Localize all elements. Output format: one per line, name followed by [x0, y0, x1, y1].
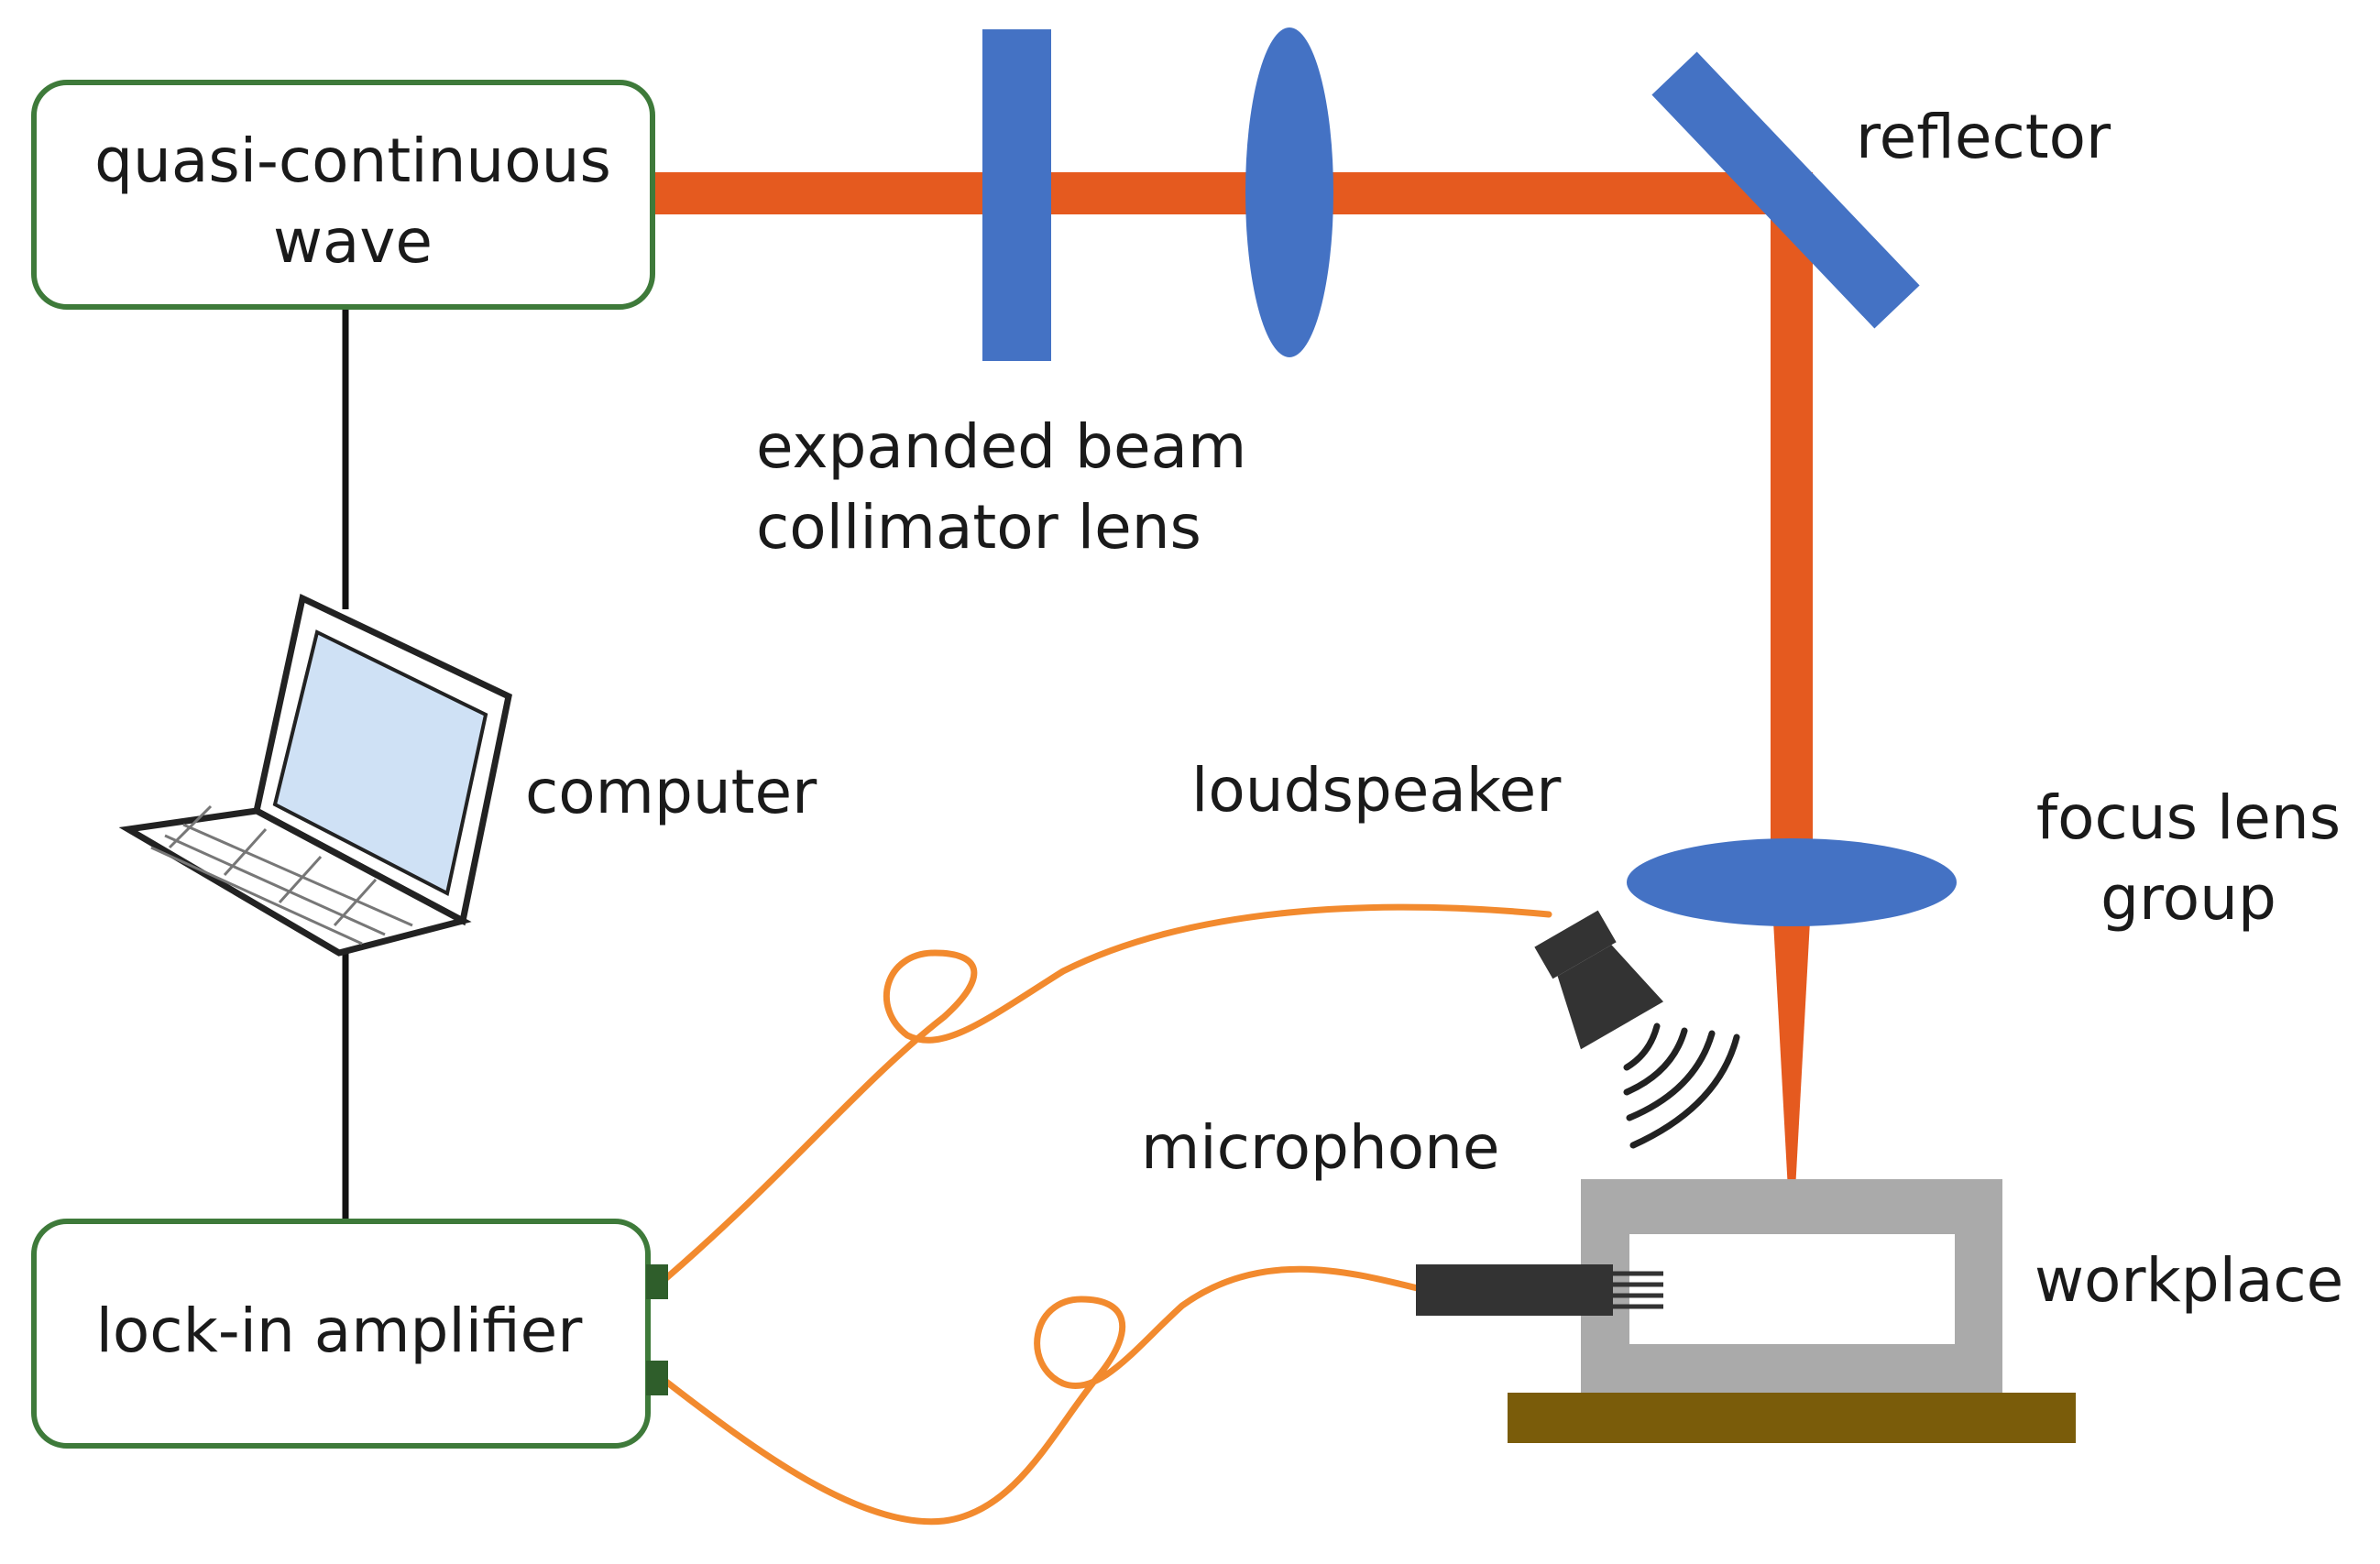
amplifier-label: lock-in amplifier [96, 1296, 584, 1366]
loudspeaker-icon [1534, 910, 1664, 1050]
workpiece-base [1508, 1393, 2076, 1443]
signal-cables [663, 903, 1552, 1526]
collimator-label-line1: expanded beam [756, 411, 1246, 482]
amplifier-box [31, 1219, 651, 1449]
loudspeaker-back [1534, 910, 1617, 979]
microphone-label: microphone [1141, 1112, 1500, 1183]
collimator-convex-lens [1245, 27, 1333, 357]
beam-vertical [1771, 172, 1813, 873]
laptop-icon [118, 593, 512, 957]
loudspeaker-label: loudspeaker [1191, 755, 1562, 826]
laptop-keyboard-deck [118, 807, 472, 957]
laptop-screen [272, 629, 488, 896]
amplifier-connector-bottom [646, 1361, 668, 1395]
workpiece-cavity [1629, 1234, 1955, 1344]
laser-source: quasi-continuous wave [31, 80, 655, 310]
loudspeaker-cable [663, 903, 1552, 1282]
focus-lens-label-line2: group [2100, 863, 2276, 934]
laser-source-box [31, 80, 655, 310]
reflector-mirror [1651, 51, 1920, 329]
workplace-label: workplace [2035, 1245, 2343, 1316]
laptop-keys [150, 804, 413, 946]
lock-in-amplifier: lock-in amplifier [31, 1219, 668, 1449]
loudspeaker-cone [1557, 945, 1664, 1050]
collimator-lens [982, 27, 1333, 361]
laser-beam [651, 172, 1813, 1224]
sound-wave-icon [1623, 1023, 1740, 1149]
focus-lens-label-line1: focus lens [2036, 782, 2341, 853]
microphone-body [1416, 1264, 1613, 1316]
microphone-grille [1613, 1271, 1663, 1309]
laser-source-label-line2: wave [273, 206, 433, 277]
collimator-label-line2: collimator lens [756, 492, 1201, 563]
workplace-stage [1508, 1179, 2076, 1443]
beam-focused [1771, 870, 1813, 1224]
computer-label: computer [525, 757, 817, 827]
microphone-icon [1416, 1264, 1663, 1316]
amplifier-connector-top [646, 1264, 668, 1299]
collimator-plate [982, 29, 1051, 361]
focus-lens [1627, 838, 1957, 926]
laser-source-label-line1: quasi-continuous [94, 126, 611, 196]
beam-horizontal [651, 172, 1813, 214]
microphone-cable [663, 1265, 1429, 1526]
reflector-label: reflector [1856, 102, 2111, 172]
